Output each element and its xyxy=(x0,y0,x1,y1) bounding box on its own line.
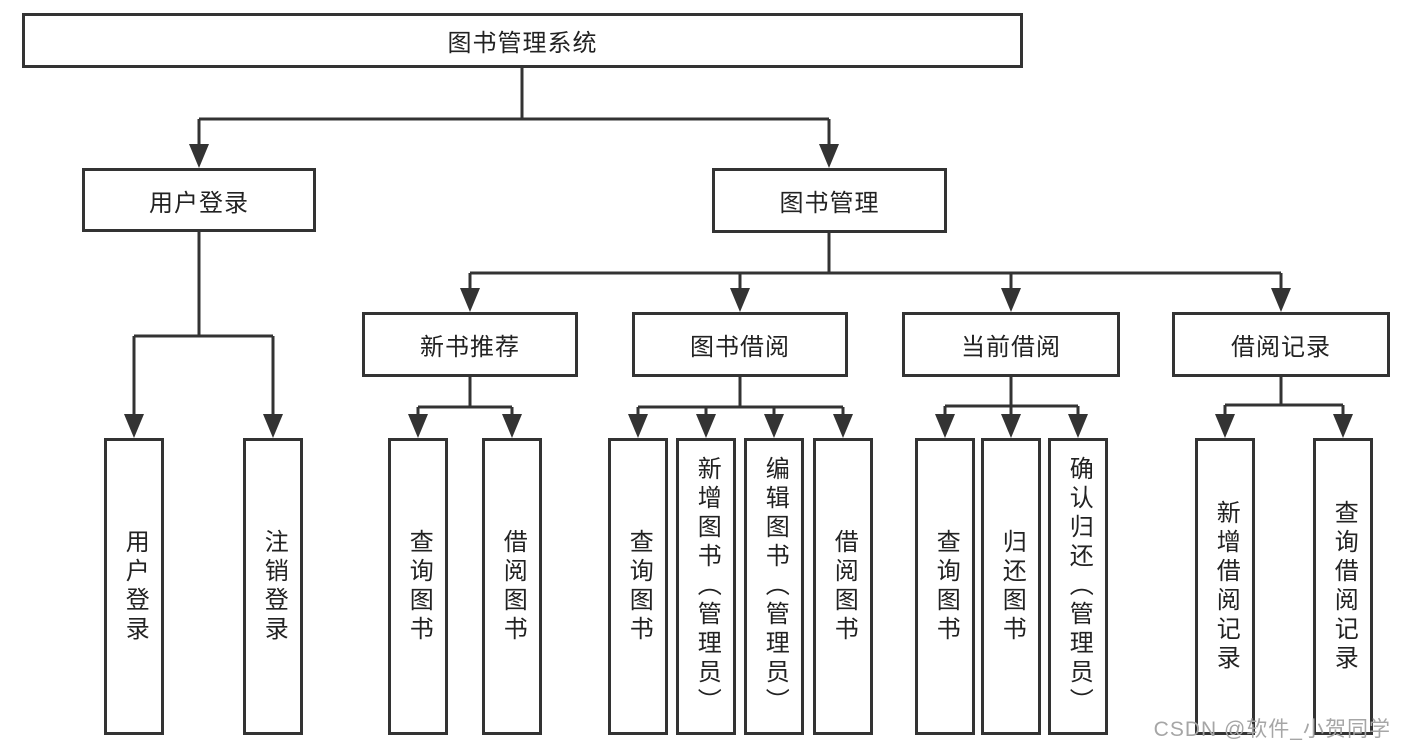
node-label: 借阅记录 xyxy=(1231,334,1331,361)
node-label: 查询借阅记录 xyxy=(1330,499,1358,674)
node-root: 图书管理系统 xyxy=(22,13,1023,68)
leaf-user-login: 用户登录 xyxy=(104,438,164,735)
node-label: 借阅图书 xyxy=(830,528,858,645)
leaf-borrow-edit-book-admin: 编辑图书（管理员） xyxy=(744,438,804,735)
leaf-current-return-book: 归还图书 xyxy=(981,438,1041,735)
node-book-borrow: 图书借阅 xyxy=(632,312,848,377)
node-label: 当前借阅 xyxy=(961,334,1061,361)
leaf-borrow-borrow-book: 借阅图书 xyxy=(813,438,873,735)
leaf-current-query-book: 查询图书 xyxy=(915,438,975,735)
node-label: 确认归还（管理员） xyxy=(1065,456,1093,717)
leaf-borrow-add-book-admin: 新增图书（管理员） xyxy=(676,438,736,735)
node-book-management: 图书管理 xyxy=(712,168,947,233)
leaf-recommend-query-book: 查询图书 xyxy=(388,438,448,735)
node-label: 借阅图书 xyxy=(499,528,527,645)
leaf-record-query: 查询借阅记录 xyxy=(1313,438,1373,735)
node-label: 编辑图书（管理员） xyxy=(761,456,789,717)
leaf-borrow-query-book: 查询图书 xyxy=(608,438,668,735)
leaf-recommend-borrow-book: 借阅图书 xyxy=(482,438,542,735)
node-label: 查询图书 xyxy=(625,528,653,645)
node-borrow-record: 借阅记录 xyxy=(1172,312,1390,377)
watermark: CSDN @软件_小贺同学 xyxy=(1153,718,1391,741)
node-label: 图书管理 xyxy=(779,190,880,217)
node-current-borrow: 当前借阅 xyxy=(902,312,1120,377)
leaf-current-confirm-return-admin: 确认归还（管理员） xyxy=(1048,438,1108,735)
node-label: 图书管理系统 xyxy=(447,30,598,57)
node-label: 归还图书 xyxy=(998,528,1026,645)
node-label: 图书借阅 xyxy=(690,334,790,361)
node-label: 新增借阅记录 xyxy=(1212,499,1240,674)
node-label: 用户登录 xyxy=(149,189,249,217)
leaf-logout: 注销登录 xyxy=(243,438,303,735)
node-label: 用户登录 xyxy=(121,528,149,645)
node-label: 查询图书 xyxy=(932,528,960,645)
node-label: 新增图书（管理员） xyxy=(693,456,721,717)
node-label: 查询图书 xyxy=(405,528,433,645)
node-label: 新书推荐 xyxy=(420,334,520,361)
node-user-login: 用户登录 xyxy=(82,168,316,232)
node-new-book-recommend: 新书推荐 xyxy=(362,312,578,377)
leaf-record-add: 新增借阅记录 xyxy=(1195,438,1255,735)
node-label: 注销登录 xyxy=(260,528,288,645)
